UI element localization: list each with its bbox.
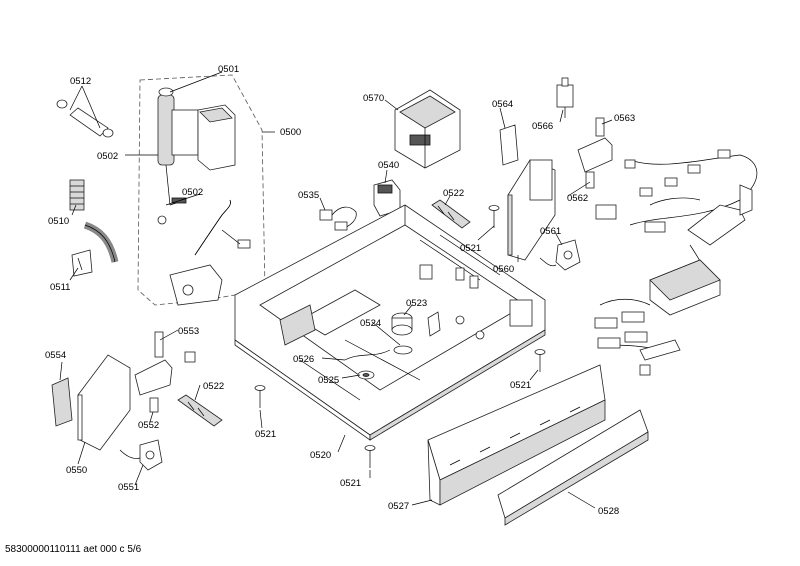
bracket-0564 <box>499 124 519 166</box>
bracket-0553 <box>134 331 196 396</box>
motor-0561 <box>539 239 581 271</box>
label-0553: 0553 <box>178 326 199 337</box>
cover-0554 <box>51 377 73 427</box>
part-0524 <box>393 345 413 355</box>
label-0528: 0528 <box>598 506 619 517</box>
label-0540: 0540 <box>378 160 399 171</box>
label-0560: 0560 <box>493 264 514 275</box>
label-0551: 0551 <box>118 482 139 493</box>
label-0502-left: 0502 <box>97 151 118 162</box>
label-0525: 0525 <box>318 375 339 386</box>
label-0510: 0510 <box>48 216 69 227</box>
screw-0521-bottom <box>364 445 376 468</box>
bracket-0500-lower <box>169 264 223 306</box>
leader-lines <box>59 71 613 509</box>
control-module-0570 <box>394 89 461 169</box>
clip-0524 <box>427 311 441 337</box>
label-0522-lower: 0522 <box>203 381 224 392</box>
label-0561: 0561 <box>540 226 561 237</box>
part-0552 <box>149 397 159 413</box>
part-0562 <box>585 171 595 189</box>
label-0552: 0552 <box>138 420 159 431</box>
document-reference: 58300000110111 aet 000 c 5/6 <box>5 544 142 555</box>
screw-0521-left <box>254 385 266 408</box>
label-0520: 0520 <box>310 450 331 461</box>
cap-0523 <box>391 312 413 336</box>
label-0521-right: 0521 <box>510 380 531 391</box>
corrugated-hose <box>83 221 119 263</box>
part-labels: 0501 0512 0500 0502 0502 0510 0511 0570 … <box>45 64 635 517</box>
label-0521-bottom: 0521 <box>340 478 361 489</box>
spring-0510 <box>69 179 85 211</box>
valve-assembly <box>157 87 236 225</box>
plinth-0528 <box>497 409 649 526</box>
label-0550: 0550 <box>66 465 87 476</box>
bracket-0550 <box>77 354 131 451</box>
base-tray-0520 <box>234 204 546 441</box>
label-0522-upper: 0522 <box>443 188 464 199</box>
cable-0535 <box>319 206 357 231</box>
hose-segment <box>194 199 251 256</box>
label-0554: 0554 <box>45 350 66 361</box>
label-0524: 0524 <box>360 318 381 329</box>
heater-0522-lower <box>177 394 223 427</box>
wire-0526 <box>344 349 391 361</box>
switch-0566 <box>556 77 574 118</box>
label-0570: 0570 <box>363 93 384 104</box>
label-0502-right: 0502 <box>182 187 203 198</box>
motor-0551 <box>119 439 163 471</box>
label-0521-upper: 0521 <box>460 243 481 254</box>
heater-0522-upper <box>431 199 471 229</box>
label-0523: 0523 <box>406 298 427 309</box>
bracket-0563 <box>577 117 613 173</box>
label-0521-left: 0521 <box>255 429 276 440</box>
side-panel-0560 <box>507 159 556 261</box>
hose-0512 <box>56 99 114 138</box>
label-0562: 0562 <box>567 193 588 204</box>
label-0535: 0535 <box>298 190 319 201</box>
wiring-harness <box>594 149 758 376</box>
label-0512: 0512 <box>70 76 91 87</box>
label-0566: 0566 <box>532 121 553 132</box>
plinth-0527 <box>427 364 606 506</box>
label-0563: 0563 <box>614 113 635 124</box>
label-0500: 0500 <box>280 127 301 138</box>
label-0501: 0501 <box>218 64 239 75</box>
screw-0521-right <box>534 349 546 372</box>
label-0526: 0526 <box>293 354 314 365</box>
label-0564: 0564 <box>492 99 513 110</box>
label-0511: 0511 <box>50 282 70 293</box>
screw-0521-upper <box>488 205 500 228</box>
part-0525 <box>357 370 375 380</box>
label-0527: 0527 <box>388 501 409 512</box>
